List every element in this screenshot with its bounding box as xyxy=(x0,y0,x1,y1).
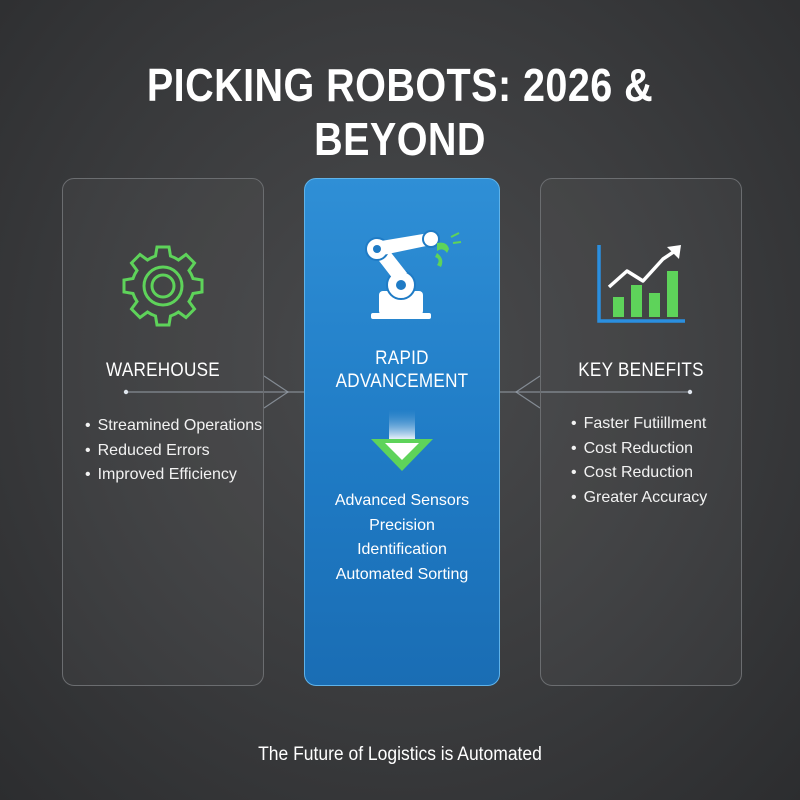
list-item: Greater Accuracy xyxy=(571,486,771,511)
list-item: Reduced Errors xyxy=(85,439,285,464)
footer-tagline: The Future of Logistics is Automated xyxy=(258,744,542,765)
list-item: Advanced Sensors xyxy=(334,492,470,509)
key-benefits-card: KEY BENEFITS Faster Futiillment Cost Red… xyxy=(540,178,742,686)
list-item: Improved Efficiency xyxy=(85,463,285,488)
rapid-advancement-card: RAPID ADVANCEMENT Advanced Sensors Preci… xyxy=(304,178,500,686)
list-item: Precision xyxy=(369,516,435,534)
down-arrow-icon xyxy=(305,405,499,477)
warehouse-heading: WAREHOUSE xyxy=(106,360,220,381)
warehouse-list: Streamined Operations Reduced Errors Imp… xyxy=(63,414,285,488)
bar-chart-growth-icon xyxy=(541,241,741,327)
list-item: Streamined Operations xyxy=(85,414,285,439)
key-benefits-heading: KEY BENEFITS xyxy=(578,360,704,381)
heading-line: RAPID xyxy=(375,348,429,369)
list-item: Cost Reduction xyxy=(571,461,771,486)
list-item: Automated Sorting xyxy=(335,565,469,583)
list-item: Faster Futiillment xyxy=(571,412,771,437)
warehouse-card: WAREHOUSE Streamined Operations Reduced … xyxy=(62,178,264,686)
robotic-arm-icon xyxy=(305,229,499,325)
gear-icon xyxy=(63,241,263,327)
rapid-advancement-heading: RAPID ADVANCEMENT xyxy=(315,347,490,393)
list-item: Cost Reduction xyxy=(571,437,771,462)
page-title: PICKING ROBOTS: 2026 & BEYOND xyxy=(146,59,654,165)
list-item: Identification xyxy=(357,541,447,558)
heading-line: ADVANCEMENT xyxy=(335,371,469,392)
key-benefits-list: Faster Futiillment Cost Reduction Cost R… xyxy=(541,412,771,510)
advancement-list: Advanced Sensors Precision Identificatio… xyxy=(305,489,499,587)
